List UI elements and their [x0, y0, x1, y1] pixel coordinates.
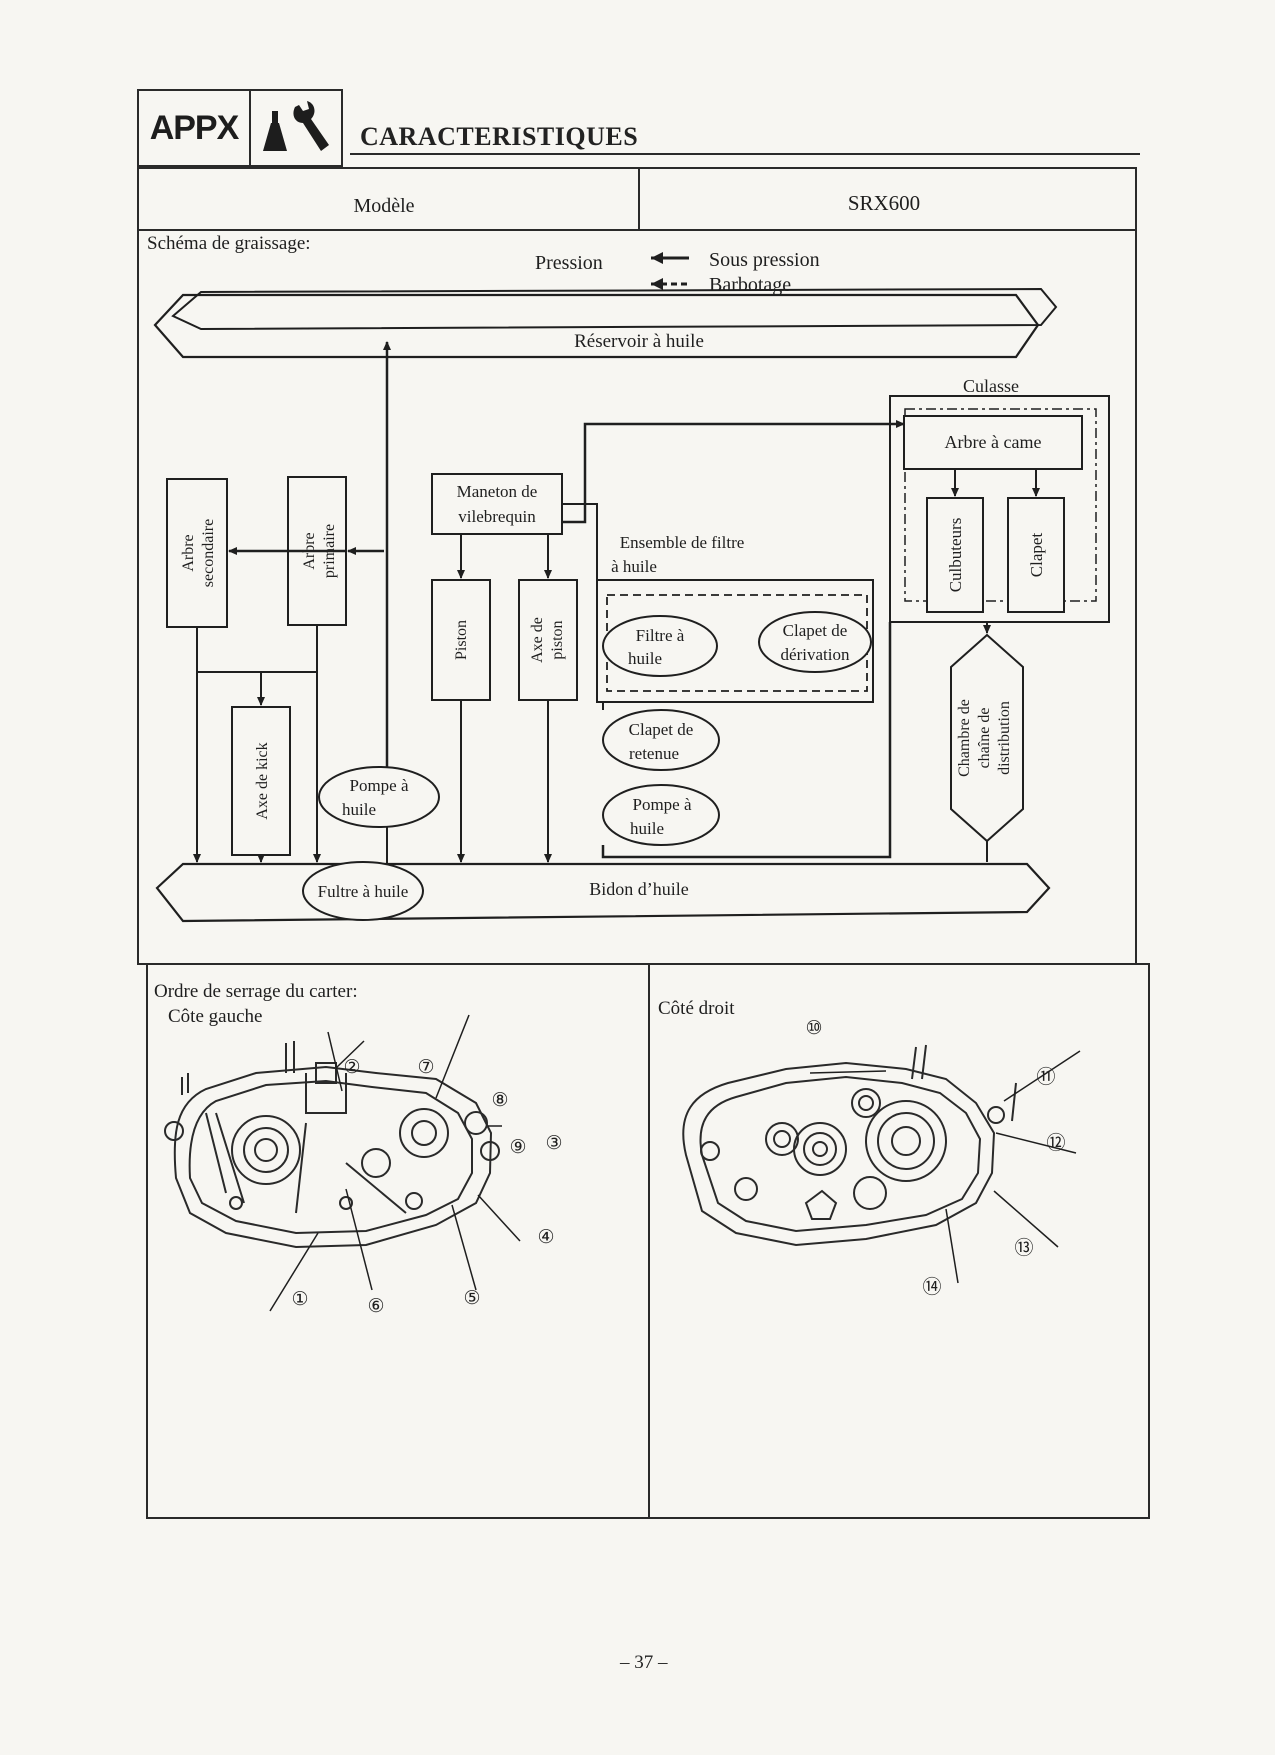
check-valve-label-1: Clapet de [629, 720, 694, 739]
callout-12: ⑫ [1046, 1132, 1065, 1154]
flow-crankpin-to-filter [562, 503, 598, 580]
oil-reservoir-label: Réservoir à huile [574, 331, 704, 352]
right-callouts [809, 1050, 1081, 1284]
callout-5: ⑤ [463, 1288, 480, 1309]
bypass-valve-ellipse [758, 611, 872, 673]
cylinder-head-label: Culasse [963, 376, 1019, 396]
filter-assembly-label-2: à huile [611, 557, 657, 576]
flow-to-camshaft [562, 420, 905, 524]
oil-strainer-label: Fultre à huile [318, 882, 409, 901]
oil-pump-left-label-2: huile [342, 800, 376, 819]
callout-6: ⑥ [367, 1296, 384, 1317]
column-divider [638, 169, 640, 229]
crankcase-table [146, 963, 1150, 1519]
callout-11: ⑪ [1036, 1066, 1055, 1088]
piston-pin-label-2: piston [549, 620, 566, 659]
secondary-shaft-box [166, 478, 228, 628]
kick-axle-label: Axe de kick [254, 742, 271, 819]
appx-header-box: APPX [137, 89, 343, 167]
crankpin-label-1: Maneton de [457, 482, 538, 501]
right-side-label: Côté droit [658, 998, 735, 1019]
bypass-valve-label-2: dérivation [781, 645, 850, 664]
legend-dashed-arrowhead [651, 278, 663, 290]
tools-icon [263, 101, 329, 151]
piston-label: Piston [453, 620, 470, 660]
callout-4: ④ [537, 1227, 554, 1248]
callout-1: ① [291, 1289, 308, 1310]
page-title: CARACTERISTIQUES [360, 122, 639, 151]
crankpin-label-2: vilebrequin [458, 507, 536, 526]
oil-pump-left-label-1: Pompe à [349, 776, 408, 795]
oil-filter-label-1: Filtre à [636, 626, 685, 645]
flow-pump-to-head [601, 622, 892, 859]
oil-strainer-ellipse [302, 861, 424, 921]
left-crankcase-drawing [164, 1041, 500, 1249]
lubrication-diagram: Modèle SRX600 Schéma de graissage: Press… [147, 191, 1110, 923]
valve-box [1007, 497, 1065, 613]
timing-chain-label-3: distribution [996, 701, 1013, 775]
legend-label-pressure: Sous pression [709, 249, 820, 271]
model-value: SRX600 [848, 191, 920, 215]
callout-13: ⑬ [1014, 1237, 1033, 1259]
page-number: – 37 – [620, 1652, 668, 1673]
callout-3: ③ [545, 1133, 562, 1154]
oil-filter-label-2: huile [628, 649, 662, 668]
secondary-shaft-label-2: secondaire [200, 519, 217, 587]
left-side-label: Côte gauche [168, 1006, 262, 1027]
callout-9: ⑨ [509, 1137, 526, 1158]
legend-title: Pression [535, 252, 603, 274]
appx-label: APPX [139, 91, 251, 165]
oil-pump-center-ellipse [602, 784, 720, 846]
cylinder-head-splash-box [904, 408, 1097, 602]
oil-sump-label: Bidon d’huile [589, 879, 689, 899]
timing-chain-chamber-shape [950, 633, 1024, 843]
callout-2: ② [343, 1057, 360, 1078]
camshaft-box [903, 415, 1083, 470]
check-valve-ellipse [602, 709, 720, 771]
oil-pump-left-ellipse [318, 766, 440, 828]
oil-pump-center-label-1: Pompe à [632, 795, 691, 814]
check-valve-label-2: retenue [629, 744, 679, 763]
legend-label-splash: Barbotage [709, 274, 791, 296]
left-callout-labels: ① ② ③ ④ ⑤ ⑥ ⑦ ⑧ ⑨ [291, 1057, 562, 1317]
row-divider [139, 229, 1135, 231]
oil-reservoir-outline [153, 293, 1040, 359]
callout-7: ⑦ [417, 1057, 434, 1078]
model-label: Modèle [353, 195, 414, 217]
left-callouts [269, 1014, 521, 1312]
lubrication-heading: Schéma de graissage: [147, 233, 311, 254]
callout-14: ⑭ [922, 1276, 941, 1298]
camshaft-label: Arbre à came [945, 432, 1042, 452]
column-divider [648, 965, 650, 1517]
secondary-shaft-label-1: Arbre [180, 534, 197, 571]
piston-pin-box [518, 579, 578, 701]
crankcase-heading: Ordre de serrage du carter: [154, 981, 358, 1002]
rocker-arm-box [926, 497, 984, 613]
right-callout-labels: ⑩ ⑪ ⑫ ⑬ ⑭ [805, 1018, 1065, 1298]
right-crankcase-drawing [682, 1044, 1017, 1247]
timing-chain-label-1: Chambre de [956, 699, 973, 777]
piston-pin-label-1: Axe de [529, 617, 546, 663]
filter-assembly-label-1: Ensemble de filtre [620, 533, 745, 552]
header-rule [350, 153, 1140, 155]
rocker-arm-label: Culbuteurs [946, 518, 965, 593]
legend-solid-arrowhead [651, 252, 663, 264]
oil-filter-ellipse [602, 615, 718, 677]
crankcase-figure: Ordre de serrage du carter: Côte gauche … [154, 981, 1081, 1317]
timing-chain-label-2: chaîne de [976, 708, 993, 769]
callout-10: ⑩ [805, 1018, 822, 1039]
filter-assembly-box [596, 579, 874, 703]
valve-label: Clapet [1027, 533, 1046, 578]
oil-pump-center-label-2: huile [630, 819, 664, 838]
oil-sump-shape [155, 862, 1051, 923]
cylinder-head-box [889, 395, 1110, 623]
callout-8: ⑧ [491, 1090, 508, 1111]
oil-reservoir-shape [171, 287, 1058, 331]
bypass-valve-label-1: Clapet de [783, 621, 848, 640]
